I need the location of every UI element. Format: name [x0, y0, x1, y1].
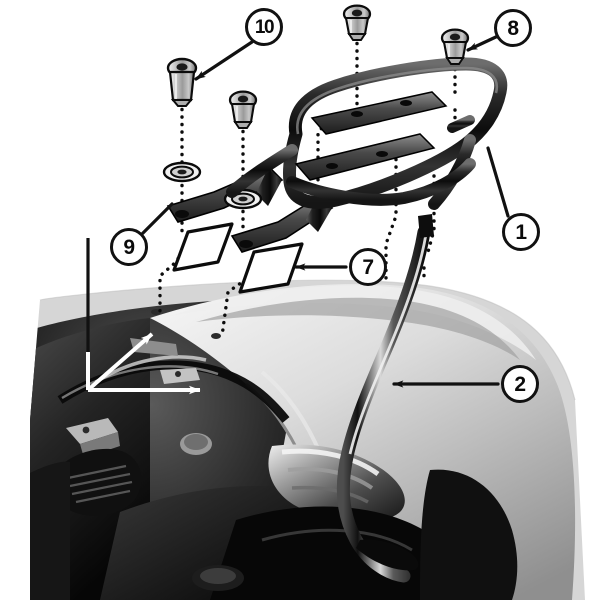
scooter-photo — [30, 280, 585, 600]
callout-10[interactable]: 10 — [245, 8, 283, 46]
vent-grille — [52, 448, 142, 516]
rack-tube-highlight — [296, 66, 499, 135]
fender-shadow-strip — [196, 297, 520, 360]
bracket-hole-left — [175, 210, 189, 218]
rubber-pad-left — [172, 222, 234, 272]
rubber-pad-right — [238, 242, 304, 294]
socket-head-screw-center — [342, 4, 372, 41]
callout-1[interactable]: 1 — [502, 213, 540, 251]
leader-10 — [194, 40, 254, 81]
strut-highlight — [348, 233, 428, 455]
rear-support-strut — [336, 214, 434, 583]
socket-head-screw-mid — [228, 90, 258, 129]
rack-plate-hole-c — [326, 163, 338, 169]
bumper-seam — [261, 528, 413, 552]
photo-edge — [39, 279, 576, 401]
branch-arrow-up — [86, 332, 154, 392]
fender-highlight — [170, 285, 536, 360]
callout-leaders — [138, 34, 510, 388]
rack-cross-plate-upper — [310, 91, 448, 135]
strut-foot — [356, 539, 419, 571]
rack-leg-left — [226, 144, 298, 198]
callout-8[interactable]: 8 — [494, 9, 532, 47]
washer-left — [162, 161, 202, 183]
fender-recess-inner — [184, 434, 208, 450]
right-lower-body — [420, 469, 518, 600]
bracket-hole-right — [239, 240, 253, 248]
luggage-rack-frame — [226, 57, 508, 210]
leader-9 — [138, 202, 174, 238]
rack-outer-tube — [283, 57, 508, 209]
tail-light — [268, 444, 405, 523]
rack-plate-hole-d — [376, 151, 388, 157]
strut-top-fitting — [418, 214, 434, 238]
rear-emblem — [192, 565, 244, 591]
rack-connector-right — [447, 115, 475, 133]
leader-1 — [486, 146, 510, 218]
callout-2[interactable]: 2 — [501, 365, 539, 403]
rubber-pad-spacers — [172, 222, 304, 294]
callout-7[interactable]: 7 — [349, 248, 387, 286]
rack-plate-hole-b — [400, 100, 412, 106]
screws — [166, 4, 470, 129]
bracket-upright-left — [256, 168, 282, 206]
socket-head-screw-8 — [440, 28, 470, 65]
wiring-highlight — [61, 365, 219, 400]
leader-8 — [466, 34, 500, 52]
left-lower-body — [30, 461, 70, 600]
rack-lower-rail — [286, 158, 476, 206]
callout-9[interactable]: 9 — [110, 228, 148, 266]
socket-head-screw-10 — [166, 57, 198, 107]
mount-point-branch — [86, 238, 201, 395]
rack-plate-hole-a — [351, 111, 363, 117]
